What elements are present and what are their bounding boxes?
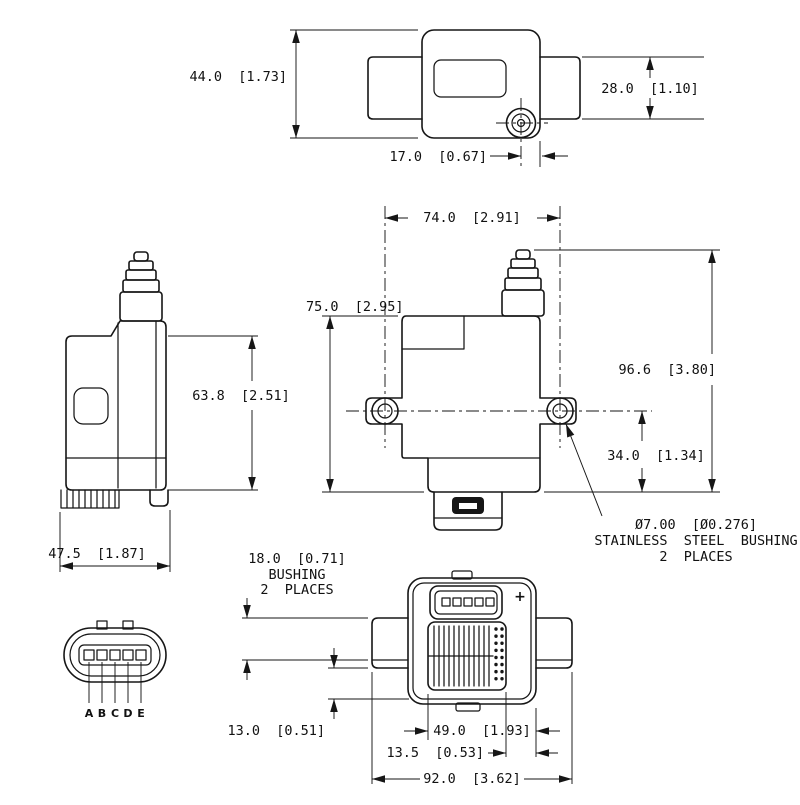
top-cover-recess	[433, 59, 507, 98]
dim-18-label: 18.0 [0.71]	[248, 551, 346, 567]
dim-74-label: 74.0 [2.91]	[423, 210, 521, 226]
dim-96-label: 96.6 [3.80]	[618, 362, 716, 378]
polarity-mark: +	[514, 589, 526, 605]
mounting-ear-right	[535, 617, 573, 669]
lv-connector-inner	[434, 590, 498, 615]
pin-label-c: C	[111, 707, 119, 720]
terminal-grid-dots	[494, 627, 504, 687]
hv-tower	[501, 249, 545, 317]
pin-label-b: B	[98, 707, 106, 720]
dim-92-label: 92.0 [3.62]	[423, 771, 521, 787]
dim-135-label: 13.5 [0.53]	[386, 745, 484, 761]
tower-tip	[515, 249, 531, 260]
pin-label-e: E	[137, 707, 145, 720]
tower-rib-1	[128, 260, 154, 271]
dim-75-label: 75.0 [2.95]	[306, 299, 404, 315]
bushing-note-line-1: BUSHING	[269, 567, 326, 583]
extension-lines	[290, 29, 704, 167]
top-alignment-tab	[451, 570, 473, 580]
coil-body-outline	[65, 320, 167, 491]
extension-lines	[322, 249, 720, 493]
dim-28-label: 28.0 [1.10]	[601, 81, 699, 97]
extension-lines	[59, 335, 258, 572]
lv-connector-outline	[429, 585, 503, 620]
tower-rib-2	[507, 267, 539, 279]
bushing-note-line-3: 2 PLACES	[659, 549, 732, 565]
terminal-grid-outline	[427, 621, 507, 691]
label-recess	[73, 387, 109, 425]
connector-key-tabs	[96, 620, 134, 630]
tower-rib-3	[122, 279, 160, 293]
tower-base	[501, 289, 545, 317]
dim-13-label: 13.0 [0.51]	[227, 723, 325, 739]
bushing-note-line-1: Ø7.00 [Ø0.276]	[635, 517, 757, 533]
mounting-ear-left	[371, 617, 409, 669]
terminal-grid-fins	[428, 625, 494, 687]
pin-label-a: A	[85, 707, 94, 720]
connector-pins	[83, 649, 147, 661]
lv-connector-pins	[441, 597, 495, 607]
body-panel-lines	[65, 320, 167, 489]
tower-base	[119, 291, 163, 322]
bushing-note-line-2: 2 PLACES	[260, 582, 333, 598]
coil-body-inner-outline	[412, 582, 532, 700]
tower-rib-3	[504, 277, 542, 291]
connector-foot	[149, 489, 169, 507]
bottom-alignment-tab	[455, 702, 481, 712]
bushing-centerlines	[496, 98, 548, 170]
dim-49-label: 49.0 [1.93]	[433, 723, 531, 739]
top-view: 44.0 [1.73] 28.0 [1.10] 17.0 [0.67]	[189, 29, 704, 170]
body-step-lines	[401, 315, 541, 459]
lv-connector-outline	[433, 491, 503, 531]
bottom-view: + 18.0 [0.71] BUSHING 2 PLACES 13.0 [0.5…	[227, 551, 573, 787]
lv-connector-slot-window	[459, 503, 477, 509]
connector-detail-view: A B C D E	[63, 620, 167, 720]
dim-47-label: 47.5 [1.87]	[48, 546, 146, 562]
tower-rib-2	[125, 269, 157, 281]
side-view: 63.8 [2.51] 47.5 [1.87]	[48, 251, 290, 572]
dim-34-label: 34.0 [1.34]	[607, 448, 705, 464]
front-view: 74.0 [2.91] 75.0 [2.95] 96.6 [3.80] 34.0…	[306, 206, 798, 565]
dim-63-label: 63.8 [2.51]	[192, 388, 290, 404]
tower-rib-1	[510, 258, 536, 269]
coil-body-outline	[365, 315, 577, 493]
terminal-fins	[60, 489, 120, 509]
pin-label-d: D	[123, 707, 132, 720]
pin-leader-lines	[88, 662, 142, 703]
dim-44-label: 44.0 [1.73]	[189, 69, 287, 85]
tower-tip	[133, 251, 149, 262]
hv-tower	[119, 251, 163, 322]
bushing-note-leader	[565, 423, 603, 517]
mounting-tabs-outline	[367, 56, 581, 120]
coil-body-outline	[421, 29, 541, 139]
dim-17-label: 17.0 [0.67]	[389, 149, 487, 165]
bushing-note-line-2: STAINLESS STEEL BUSHING	[594, 533, 797, 549]
